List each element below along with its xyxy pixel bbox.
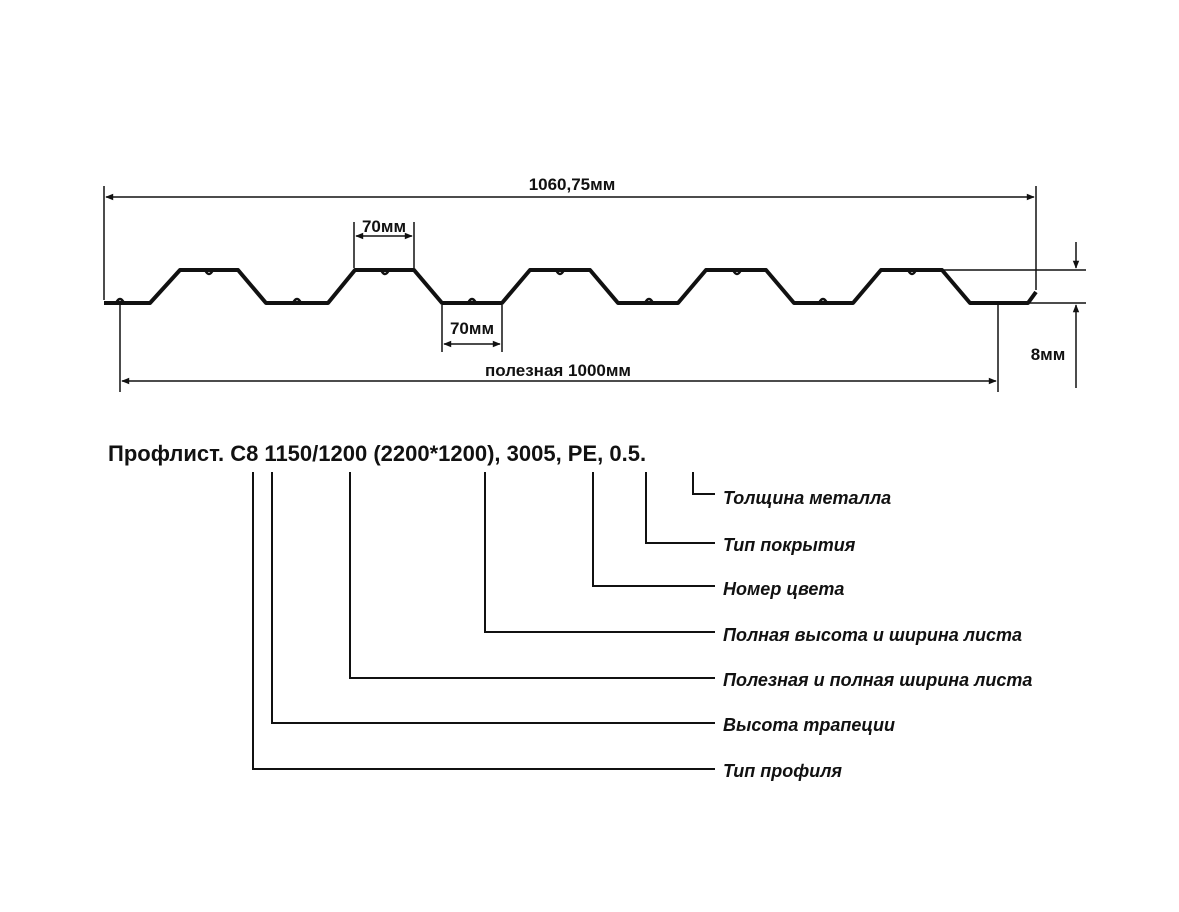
top-rib-label: 70мм (362, 217, 406, 236)
total-width-label: 1060,75мм (529, 175, 616, 194)
legend-useful-full-width: Полезная и полная ширина листа (723, 670, 1032, 690)
sheet-profile (104, 268, 1038, 305)
height-label: 8мм (1031, 345, 1066, 364)
useful-width-dimension (119, 305, 999, 392)
legend-profile-type: Тип профиля (723, 761, 842, 781)
legend-metal-thickness: Толщина металла (723, 488, 891, 508)
legend-coating-type: Тип покрытия (723, 535, 856, 555)
bottom-width-label: 70мм (450, 319, 494, 338)
profile-ribs (114, 269, 918, 304)
legend-full-height-width: Полная высота и ширина листа (723, 625, 1022, 645)
legend-color-number: Номер цвета (723, 579, 844, 599)
legend-leaders (252, 472, 715, 770)
bottom-width-dimension (441, 305, 503, 352)
legend-trapezoid-height: Высота трапеции (723, 715, 895, 735)
designation-code: Профлист. С8 1150/1200 (2200*1200), 3005… (108, 441, 646, 466)
total-width-dimension (103, 186, 1037, 300)
useful-width-label: полезная 1000мм (485, 361, 631, 380)
top-rib-dimension (353, 222, 415, 268)
height-dimension (944, 242, 1086, 388)
